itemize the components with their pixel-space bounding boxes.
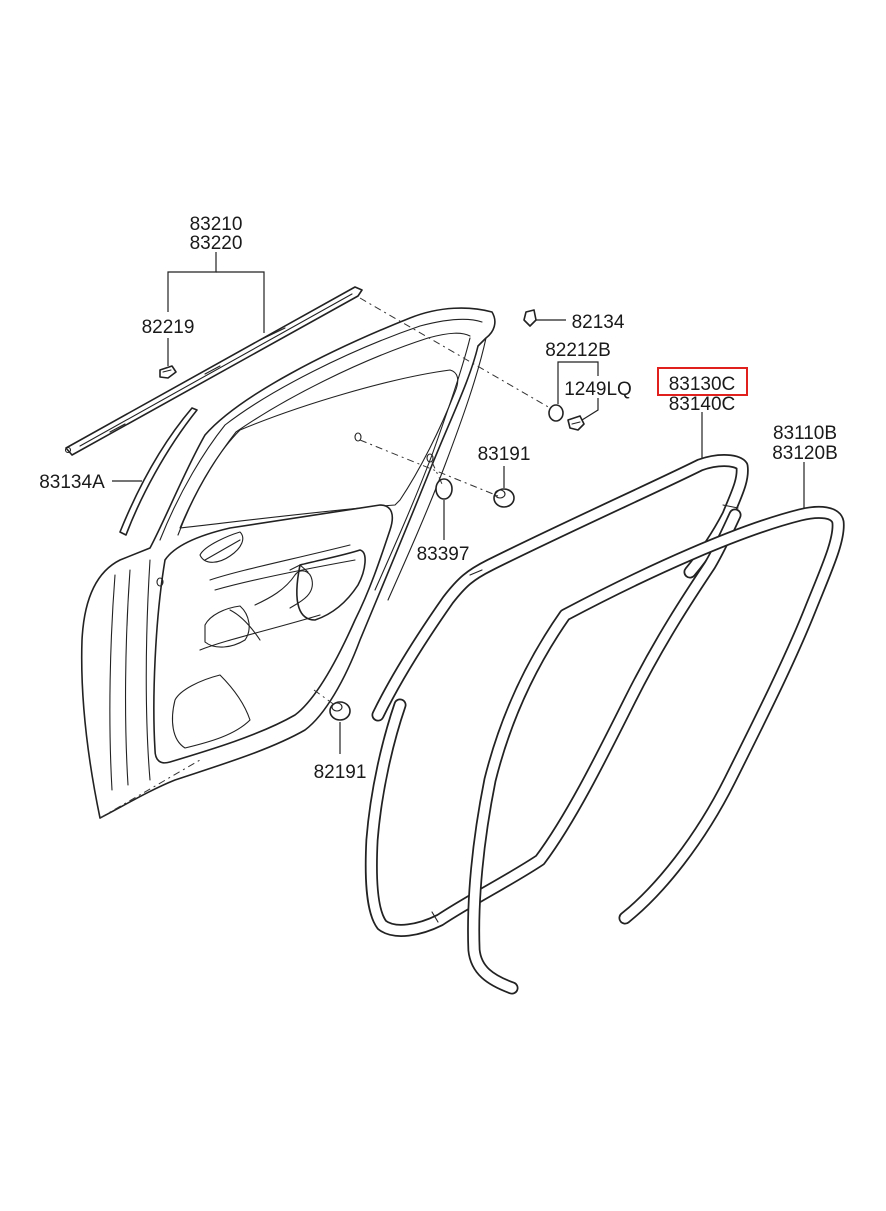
belt-moulding [64, 286, 363, 456]
bumper-82191-icon [329, 701, 351, 721]
rear-door-panel [80, 307, 496, 819]
map-pocket [171, 674, 251, 749]
clip-82134-icon [523, 309, 537, 327]
label-82191: 82191 [314, 762, 367, 783]
clip-82219-icon [159, 365, 177, 379]
grommet-82212b-icon [548, 404, 564, 422]
label-83191: 83191 [478, 444, 531, 465]
label-83140c: 83140C [669, 394, 736, 415]
label-83130c: 83130C [669, 374, 736, 395]
label-83397: 83397 [417, 544, 470, 565]
body-side-weatherstrip [467, 505, 845, 995]
door-frame-inner [159, 318, 483, 541]
leader-lines [99, 252, 805, 819]
label-82134: 82134 [572, 312, 625, 333]
screw-1249lq-icon [567, 415, 585, 431]
label-1249lq: 1249LQ [564, 379, 632, 400]
label-82219: 82219 [142, 317, 195, 338]
label-83110b: 83110B [773, 423, 837, 444]
door-side-weatherstrip [364, 508, 742, 937]
label-83210: 83210 [190, 214, 243, 235]
glass-run-strip [119, 407, 198, 536]
plug-83191-icon [493, 488, 515, 508]
highlight-box [657, 367, 748, 396]
label-83134a: 83134A [39, 472, 105, 493]
washer-83397-icon [435, 478, 453, 500]
label-83220: 83220 [190, 233, 243, 254]
window-switch-panel [204, 605, 250, 648]
label-83120b: 83120B [772, 443, 838, 464]
label-82212b: 82212B [545, 340, 611, 361]
